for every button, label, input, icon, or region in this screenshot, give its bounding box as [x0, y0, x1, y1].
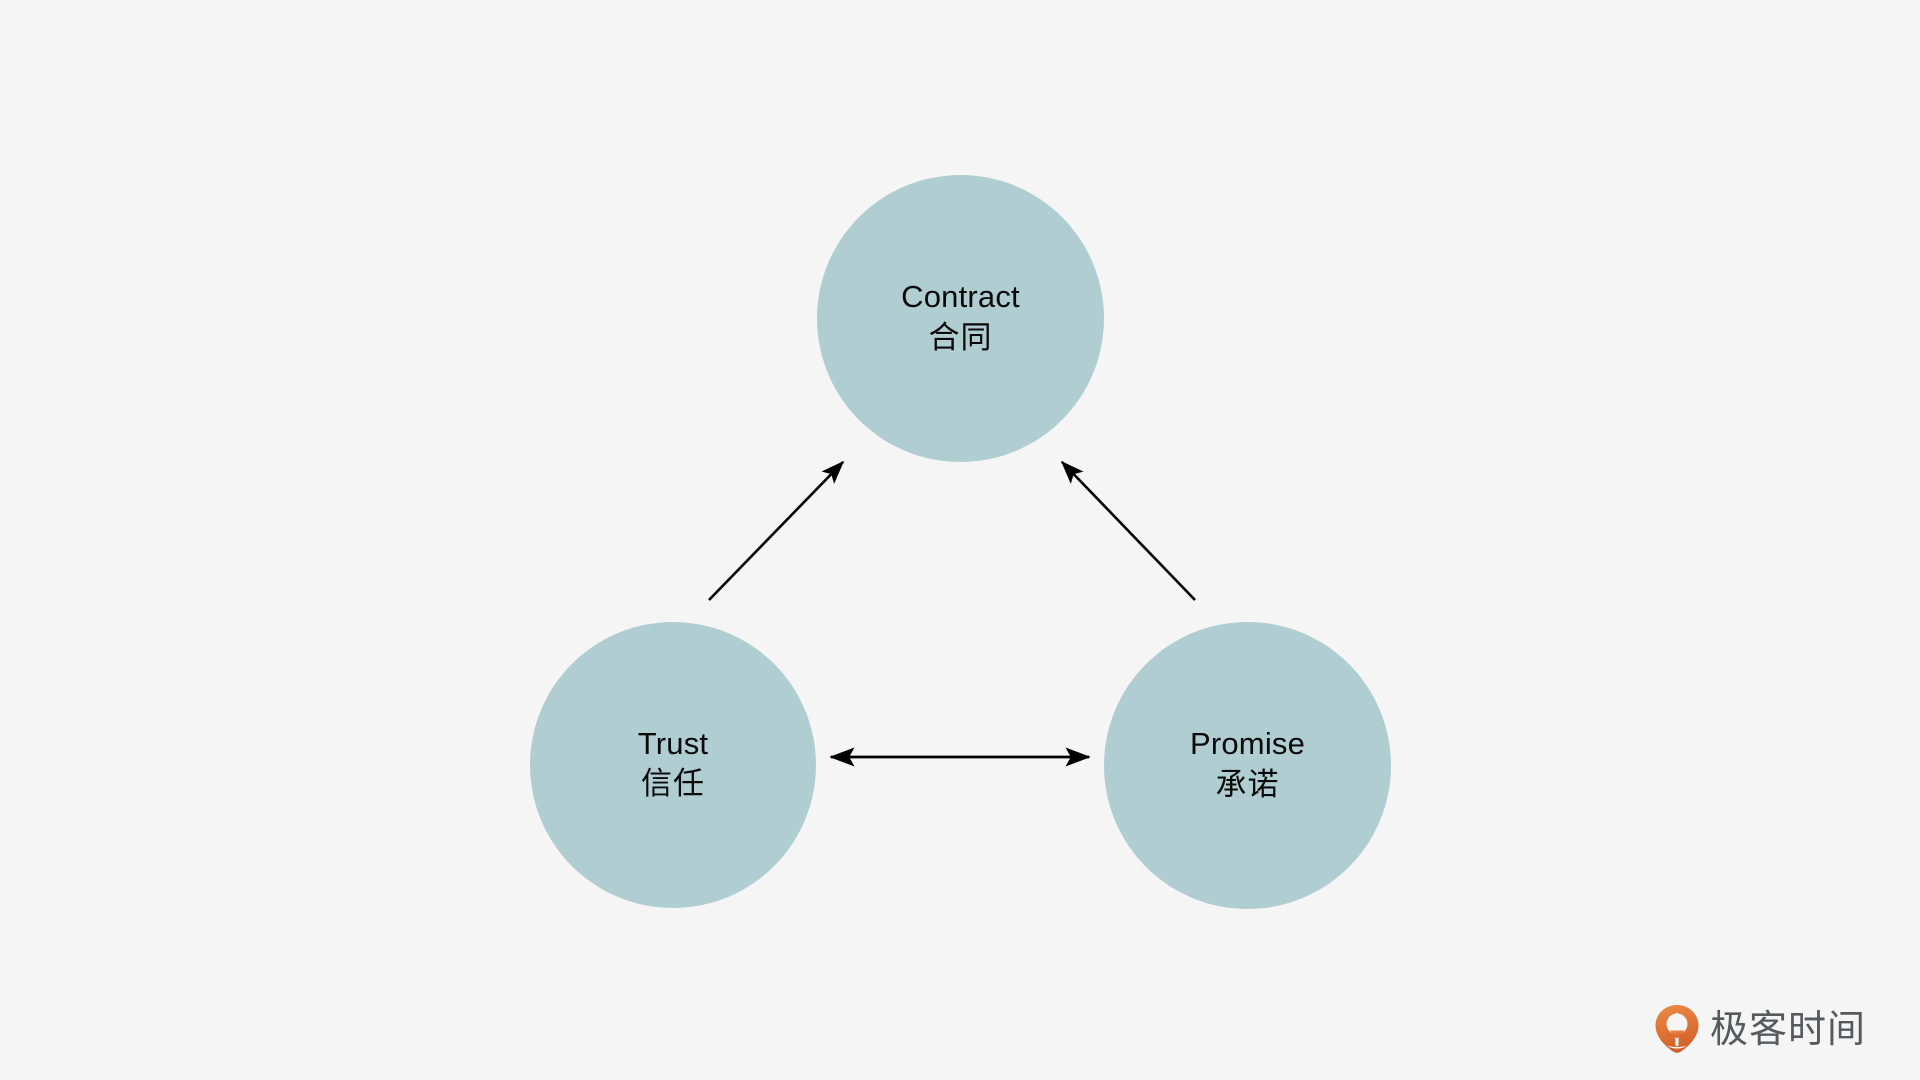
watermark-brand-text: 极客时间 — [1710, 1007, 1867, 1051]
node-trust[interactable]: Trust 信任 — [530, 622, 816, 908]
node-promise[interactable]: Promise 承诺 — [1104, 622, 1391, 909]
watermark: 极客时间 — [1654, 1004, 1866, 1054]
node-contract-label-en: Contract — [901, 279, 1020, 315]
node-trust-label-zh: 信任 — [641, 766, 705, 802]
geektime-pin-logo-icon — [1655, 1005, 1699, 1053]
node-promise-label-zh: 承诺 — [1215, 766, 1280, 802]
node-contract[interactable]: Contract 合同 — [817, 175, 1104, 462]
edge-promise-to-contract — [1060, 460, 1196, 601]
node-promise-label-en: Promise — [1189, 726, 1306, 762]
node-trust-label-en: Trust — [637, 725, 709, 761]
edge-trust-to-contract — [708, 460, 845, 601]
node-contract-label-zh: 合同 — [928, 319, 993, 355]
